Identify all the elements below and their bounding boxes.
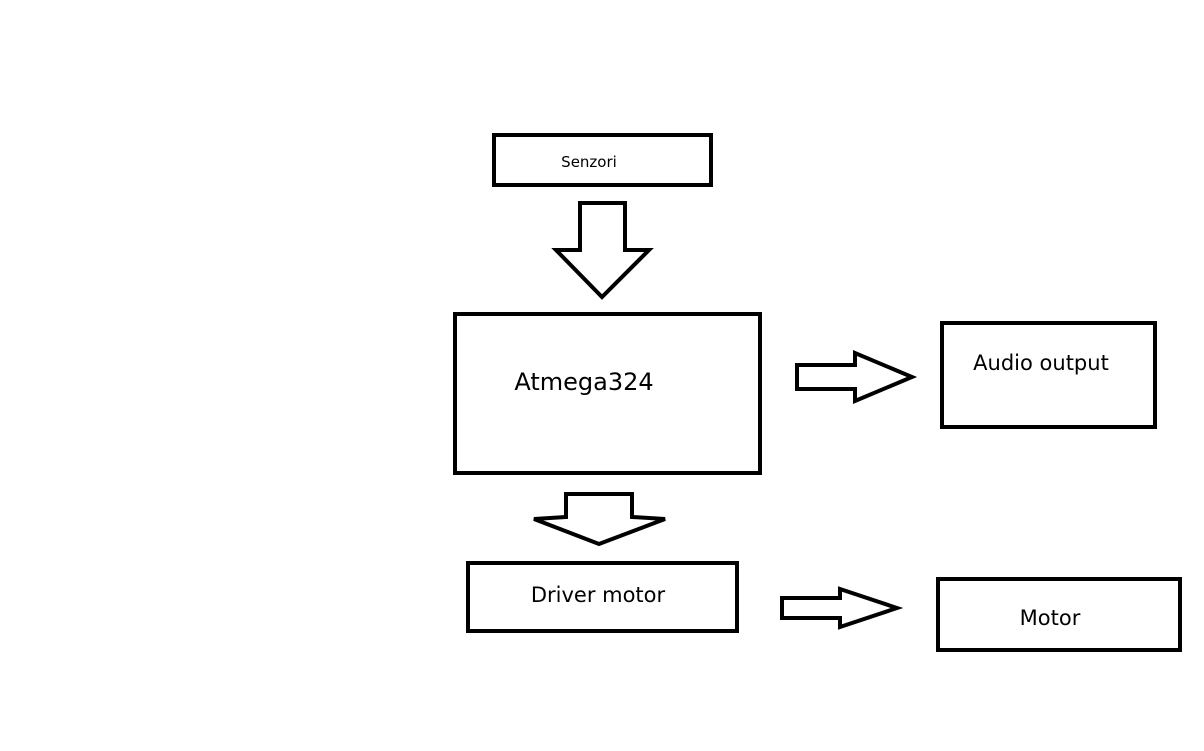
arrow-sensors-to-mcu — [551, 201, 654, 300]
node-mcu-box — [453, 312, 762, 475]
node-audio: Audio output — [940, 321, 1157, 429]
node-motor: Motor — [936, 577, 1182, 652]
arrow-mcu-to-audio — [795, 349, 918, 405]
node-motor-label: Motor — [1020, 606, 1081, 630]
node-audio-label: Audio output — [973, 351, 1109, 375]
node-audio-box — [940, 321, 1157, 429]
node-driver: Driver motor — [466, 561, 739, 633]
node-sensors-box — [492, 133, 713, 187]
node-motor-box — [936, 577, 1182, 652]
node-mcu: Atmega324 — [453, 312, 762, 475]
node-driver-box — [466, 561, 739, 633]
node-sensors: Senzori — [492, 133, 713, 187]
node-driver-label: Driver motor — [531, 583, 666, 607]
node-sensors-label: Senzori — [561, 153, 617, 171]
arrow-mcu-to-driver — [533, 492, 666, 547]
node-mcu-label: Atmega324 — [514, 368, 653, 396]
arrow-driver-to-motor — [780, 586, 904, 630]
